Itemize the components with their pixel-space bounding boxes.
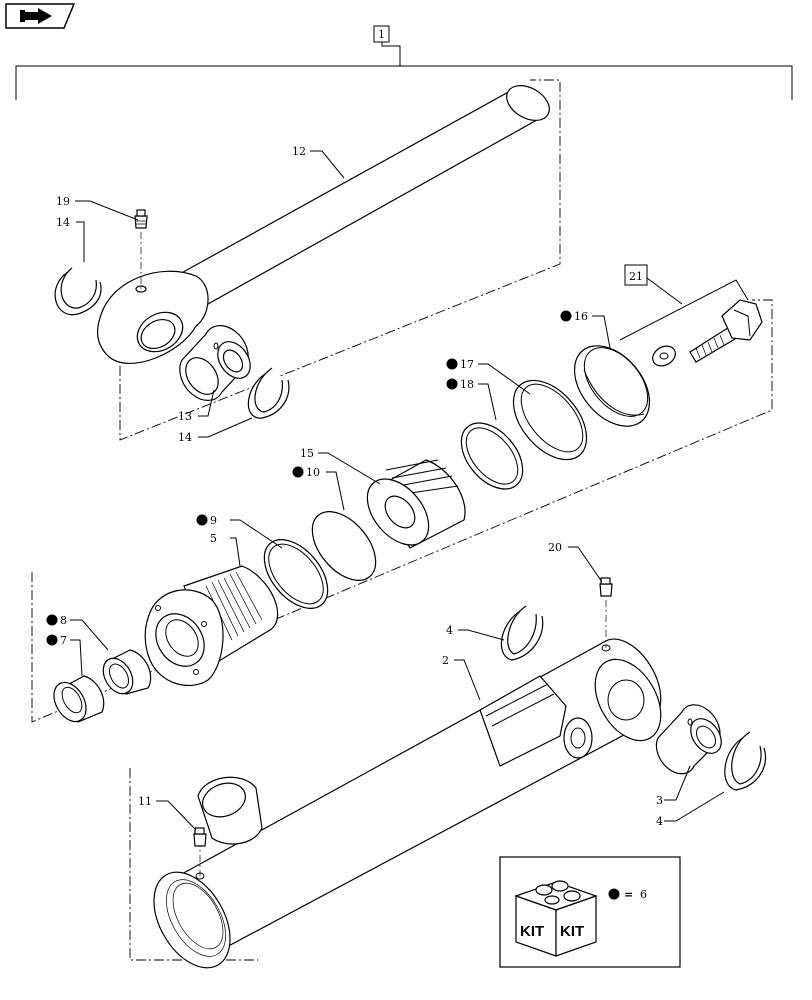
svg-text:10: 10 — [306, 466, 320, 479]
kit-dot-18 — [446, 378, 458, 390]
kit-dot-9 — [196, 514, 208, 526]
callout-4b: 4 — [656, 815, 663, 828]
svg-text:17: 17 — [460, 358, 474, 371]
callout-14b: 14 — [178, 431, 192, 444]
kit-legend-equals: = — [624, 888, 633, 901]
kit-legend: KIT KIT = 6 — [499, 856, 681, 968]
svg-text:7: 7 — [60, 634, 67, 647]
seal-ring-17 — [512, 379, 588, 461]
svg-text:9: 9 — [210, 514, 217, 527]
callout-8: 8 — [46, 614, 67, 627]
svg-text:14: 14 — [178, 431, 192, 444]
svg-text:4: 4 — [446, 624, 453, 637]
callout-3: 3 — [656, 794, 663, 807]
svg-text:16: 16 — [574, 310, 588, 323]
rod-group-boundary — [119, 79, 561, 441]
leader-lines — [70, 150, 725, 831]
callout-16: 16 — [560, 310, 588, 323]
bolt-assembly-21: 21 — [619, 264, 763, 367]
callout-9: 9 — [196, 514, 217, 527]
retaining-ring-4-upper — [500, 605, 544, 661]
bushing-8 — [102, 649, 152, 695]
svg-text:19: 19 — [56, 195, 70, 208]
grease-fitting-11 — [193, 827, 207, 847]
svg-text:13: 13 — [178, 410, 192, 423]
svg-text:5: 5 — [210, 532, 217, 545]
callout-17: 17 — [446, 358, 474, 371]
callout-12: 12 — [292, 145, 306, 158]
piston-15 — [366, 459, 466, 549]
svg-text:15: 15 — [300, 447, 314, 460]
wiper-7 — [53, 675, 105, 723]
kit-dot-8 — [46, 614, 58, 626]
nav-arrow-icon[interactable] — [5, 3, 76, 29]
retaining-ring-14-left — [54, 267, 102, 316]
svg-text:2: 2 — [442, 654, 449, 667]
gland-5 — [144, 565, 279, 687]
svg-text:14: 14 — [56, 216, 70, 229]
retaining-ring-14-right — [247, 367, 290, 419]
assembly-callout: 1 — [378, 28, 385, 41]
kit-box-icon: KIT KIT — [514, 880, 598, 957]
seal-ring-18 — [460, 422, 524, 490]
callout-11: 11 — [138, 795, 152, 808]
callout-19: 19 — [56, 195, 70, 208]
bushing-3 — [655, 704, 722, 775]
piston-group-boundary — [31, 299, 773, 723]
kit-callout: 21 — [629, 270, 643, 283]
kit-legend-dot — [608, 888, 620, 900]
svg-text:8: 8 — [60, 614, 67, 627]
wear-ring-16 — [573, 345, 651, 427]
svg-text:20: 20 — [548, 541, 562, 554]
svg-text:18: 18 — [460, 378, 474, 391]
callout-7: 7 — [46, 634, 67, 647]
kit-legend-number: 6 — [640, 888, 647, 901]
svg-text:11: 11 — [138, 795, 152, 808]
svg-text:12: 12 — [292, 145, 306, 158]
assembly-bracket: 1 — [15, 25, 793, 100]
svg-text:4: 4 — [656, 815, 663, 828]
backup-ring-9 — [263, 539, 329, 609]
kit-label-2: KIT — [560, 923, 584, 940]
callout-2: 2 — [442, 654, 449, 667]
kit-dot-17 — [446, 358, 458, 370]
retaining-ring-4-lower — [724, 731, 767, 791]
callout-15: 15 — [300, 447, 314, 460]
piston-rod — [97, 85, 550, 364]
o-ring-10 — [311, 511, 377, 581]
kit-dot-7 — [46, 634, 58, 646]
callout-4a: 4 — [446, 624, 453, 637]
kit-dot-16 — [560, 310, 572, 322]
callout-18: 18 — [446, 378, 474, 391]
callout-10: 10 — [292, 466, 320, 479]
callout-13: 13 — [178, 410, 192, 423]
cylinder-barrel-2 — [153, 600, 662, 969]
callout-20: 20 — [548, 541, 562, 554]
grease-fitting-20 — [599, 577, 613, 597]
kit-label-1: KIT — [520, 923, 544, 940]
svg-text:3: 3 — [656, 794, 663, 807]
callout-5: 5 — [210, 532, 217, 545]
callout-box-21 — [624, 264, 648, 286]
grease-fitting-19 — [134, 209, 148, 229]
kit-dot-10 — [292, 466, 304, 478]
bushing-13 — [179, 325, 251, 401]
callout-14a: 14 — [56, 216, 70, 229]
